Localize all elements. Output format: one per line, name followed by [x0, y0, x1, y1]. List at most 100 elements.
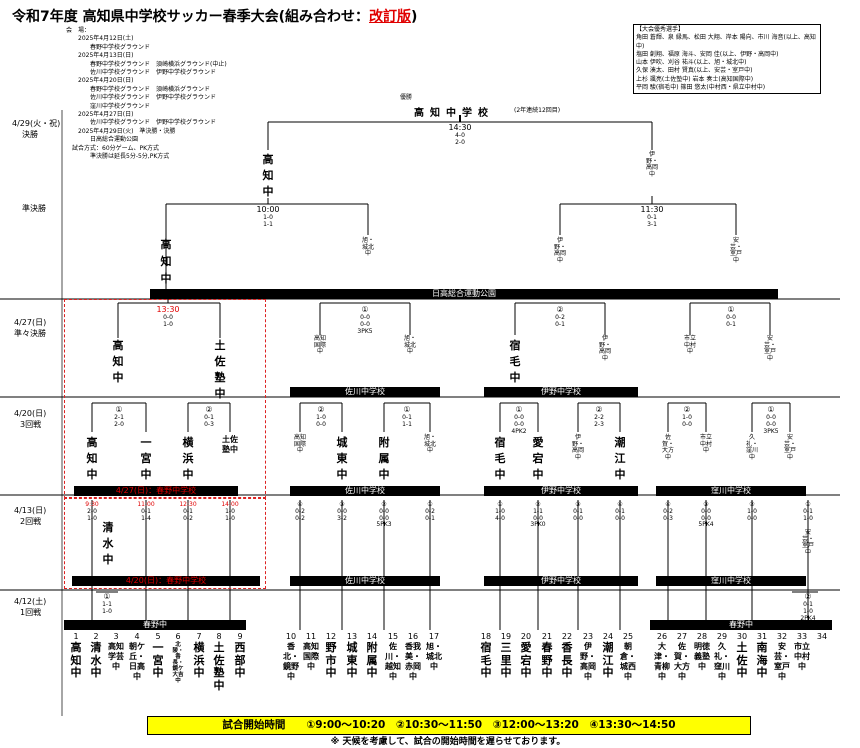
revised-label: 改訂版 — [369, 9, 412, 25]
team-number: 17 — [428, 632, 440, 641]
champion-note: (2年連続12回目) — [514, 107, 561, 114]
team-number: 9 — [237, 632, 243, 641]
venue-sakawa-qf: 佐川中学校 — [290, 387, 440, 397]
box-heading: 【大会優秀選手】 — [636, 26, 685, 33]
venue-haruno-r1b: 春野中 — [650, 620, 832, 630]
qf-team-tosajuku: 土佐塾中 — [214, 339, 226, 400]
team-number: 2 — [93, 632, 99, 641]
semi-winner-kochi: 高知中 — [262, 153, 274, 198]
team-name: 城東中 — [346, 641, 358, 679]
team-number: 4 — [134, 632, 140, 641]
team-name: 大津・青柳中 — [654, 642, 670, 681]
venue-info: 会 場： 2025年4月12日(土) 春野中学校グラウンド 2025年4月13日… — [66, 27, 227, 161]
r3-team: 横浜中 — [182, 436, 194, 481]
box-line: 山本 伊吹、刈谷 祐斗(以上、旭・城北中) — [636, 59, 747, 67]
venue-hidaka: 日高総合運動公園 — [150, 289, 778, 299]
page-title: 令和7年度 高知県中学校サッカー春季大会(組み合わせ：改訂版) — [12, 9, 418, 25]
team-name: 香我美・赤岡中 — [405, 642, 421, 681]
r3-team: 市立中村中 — [699, 434, 712, 454]
team-name: 高知国際中 — [303, 642, 319, 671]
team-number: 5 — [155, 632, 161, 641]
team-name: 土佐中 — [736, 641, 748, 679]
team-name: 宿毛中 — [480, 641, 492, 679]
team-number: 12 — [325, 632, 337, 641]
team-number: 21 — [541, 632, 553, 641]
round-semi-label: 準決勝 — [22, 204, 46, 213]
team-number: 19 — [500, 632, 512, 641]
venue-haruno-r3: 4/27(日)：春野中学校 — [74, 486, 238, 496]
box-line: 平岡 駿(宿毛中) 篠田 悠太(中村西・県立中村中) — [636, 84, 766, 92]
r3-team: 高知国際中 — [293, 434, 306, 454]
r3-team: 佐賀・大方中 — [661, 434, 674, 461]
qf-team-kochi: 高知中 — [112, 339, 124, 384]
team-name: 朝倉・城西中 — [620, 642, 636, 681]
team-number: 24 — [602, 632, 614, 641]
venue-ino-r2: 伊野中学校 — [484, 576, 638, 586]
venue-ino-r3: 伊野中学校 — [484, 486, 638, 496]
team-number: 25 — [622, 632, 634, 641]
r2-team-shimizu: 清水中 — [102, 521, 114, 566]
team-name: 土佐塾中 — [213, 641, 225, 692]
team-name: 附属中 — [366, 641, 378, 679]
team-name: 高知中 — [70, 641, 82, 679]
team-number: 32 — [776, 632, 788, 641]
team-name: 西部中 — [234, 641, 246, 679]
venue-kubokawa-r2: 窪川中学校 — [656, 576, 806, 586]
team-number: 33 — [796, 632, 808, 641]
r3-team: 附属中 — [378, 436, 390, 481]
team-name: 清水中 — [90, 641, 102, 679]
start-times-bar: 試合開始時間 ①9:00～10:20 ②10:30～11:50 ③12:00～1… — [147, 716, 751, 735]
box-line: 久保 湊太、田村 賢真(以上、安芸・室戸中) — [636, 67, 753, 75]
team-name: 久礼・窪川中 — [714, 642, 730, 681]
round-final-label: 4/29(火・祝)決勝 — [12, 119, 61, 139]
round-r2-label: 4/13(日)2回戦 — [14, 506, 47, 526]
r3-team: 久礼・窪川中 — [745, 434, 758, 461]
team-number: 27 — [676, 632, 688, 641]
venue-kubokawa-r3: 窪川中学校 — [656, 486, 806, 496]
team-number: 28 — [696, 632, 708, 641]
venue-haruno-r1: 春野中 — [64, 620, 246, 630]
team-name: 佐賀・大方中 — [674, 642, 690, 681]
venue-haruno-r2: 4/20(日)：春野中学校 — [72, 576, 260, 586]
team-number: 29 — [716, 632, 728, 641]
r3-team: 旭・城北中 — [423, 434, 436, 454]
r2-team-aki: 安芸・室戸中 — [801, 529, 814, 556]
team-number: 6 — [175, 632, 181, 641]
team-name: 安芸・室戸中 — [774, 642, 790, 681]
qf-team-aki: 安芸・室戸中 — [763, 335, 776, 362]
qf-team-nakamura: 市立中村中 — [683, 335, 696, 355]
team-name: 明徳義塾中 — [694, 642, 710, 671]
qf-team-ino: 伊野・高岡中 — [598, 335, 611, 362]
team-number: 16 — [407, 632, 419, 641]
semi-team-asahi: 旭・城北中 — [361, 237, 374, 257]
team-name: 北陵・香長・鏡ケ大吉中 — [172, 642, 184, 684]
r3-team: 一宮中 — [140, 436, 152, 481]
venue-sakawa-r2: 佐川中学校 — [290, 576, 440, 586]
team-name: 伊野・高岡中 — [580, 642, 596, 681]
